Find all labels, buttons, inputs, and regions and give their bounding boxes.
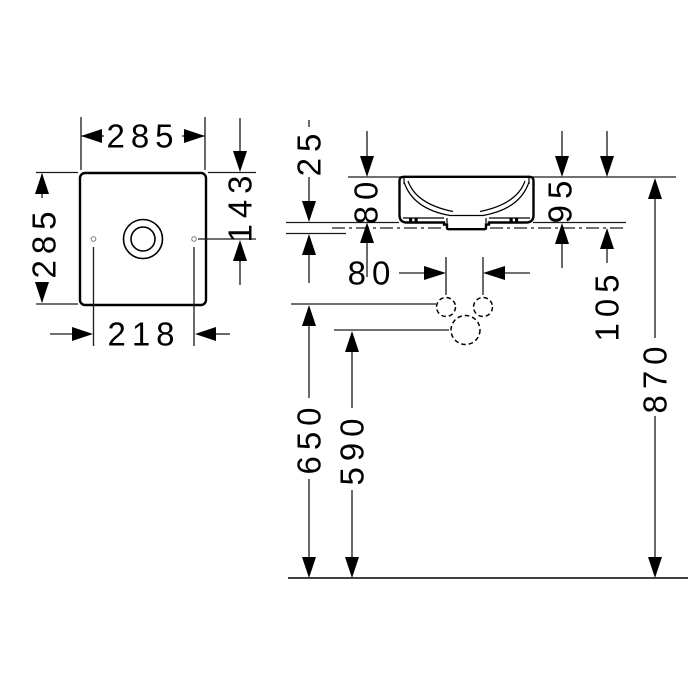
arrow-right-icon xyxy=(424,266,446,280)
arrow-up-icon xyxy=(345,331,359,352)
arrow-left-icon xyxy=(483,266,505,280)
dimension-top-width: 285 xyxy=(81,118,205,155)
tap-hole-right xyxy=(472,296,494,318)
drain-hole xyxy=(450,314,481,346)
arrow-left-icon xyxy=(81,129,102,143)
dimension-drain-above-floor: 590 xyxy=(334,329,449,578)
arrow-right-icon xyxy=(184,129,205,143)
arrow-up-icon xyxy=(302,305,316,326)
arrow-down-icon xyxy=(600,156,614,177)
arrow-down-icon xyxy=(648,557,662,578)
dimension-fixing-hole-spacing: 218 xyxy=(50,247,230,353)
dimension-tap-holes-above-floor: 650 xyxy=(291,303,436,578)
dim-label-fixing-hole-offset: 143 xyxy=(222,169,259,242)
dimension-rim-above-floor: 870 xyxy=(637,178,674,578)
dim-label-left-depth: 285 xyxy=(26,205,63,278)
arrow-down-icon xyxy=(35,282,49,303)
arrow-down-icon xyxy=(302,201,316,222)
foot-mark xyxy=(409,217,413,222)
fixing-hole-right xyxy=(191,236,197,242)
dimension-counter-clearance: 25 xyxy=(291,120,328,283)
dim-label-fixing-hole-spacing: 218 xyxy=(107,316,180,353)
arrow-left-icon xyxy=(195,327,216,341)
arrow-down-icon xyxy=(345,557,359,578)
basin-body xyxy=(398,175,535,231)
dimension-total-height: 95 xyxy=(542,131,579,268)
arrow-up-icon xyxy=(648,178,662,199)
side-view: 25 80 95 105 xyxy=(286,120,688,579)
dim-label-total-height: 95 xyxy=(542,175,579,224)
bowl-curve xyxy=(479,180,526,213)
dim-label-counter-offset: 105 xyxy=(589,268,626,341)
dim-label-counter-clearance: 25 xyxy=(291,128,328,177)
foot-mark xyxy=(515,217,519,222)
dim-label-drain-above-floor: 590 xyxy=(334,412,371,485)
dim-label-rim-above-floor: 870 xyxy=(637,340,674,413)
arrow-down-icon xyxy=(555,156,569,177)
arrow-right-icon xyxy=(72,327,93,341)
basin-outline-top xyxy=(78,171,208,307)
dimension-bowl-height: 80 xyxy=(348,131,385,277)
dimension-tap-hole-spacing: 80 xyxy=(348,255,530,295)
bowl-curve xyxy=(403,181,451,217)
bowl-curve xyxy=(407,180,454,213)
top-view: 285 285 218 xyxy=(26,117,259,353)
arrow-up-icon xyxy=(35,173,49,194)
bowl-curve xyxy=(482,181,530,217)
arrow-up-icon xyxy=(233,240,247,261)
dimension-counter-offset: 105 xyxy=(589,131,626,342)
foot-mark xyxy=(509,217,513,222)
foot-mark xyxy=(414,217,418,222)
drain-outer-circle xyxy=(122,218,164,260)
dim-label-top-width: 285 xyxy=(106,118,179,155)
arrow-up-icon xyxy=(555,223,569,244)
arrow-up-icon xyxy=(360,222,374,243)
arrow-up-icon xyxy=(302,234,316,255)
dim-label-bowl-height: 80 xyxy=(348,176,385,225)
dim-label-tap-holes-above-floor: 650 xyxy=(291,401,328,474)
arrow-down-icon xyxy=(302,557,316,578)
arrow-up-icon xyxy=(600,228,614,249)
dimension-left-depth: 285 xyxy=(26,173,63,303)
dim-label-tap-hole-spacing: 80 xyxy=(348,255,397,292)
arrow-down-icon xyxy=(233,151,247,172)
basin-outline-side xyxy=(398,175,535,231)
tap-hole-left xyxy=(435,296,457,318)
fixing-hole-left xyxy=(90,236,97,242)
dimension-fixing-hole-offset: 143 xyxy=(198,118,259,285)
drain-inner-circle xyxy=(130,226,156,252)
arrow-down-icon xyxy=(360,156,374,177)
